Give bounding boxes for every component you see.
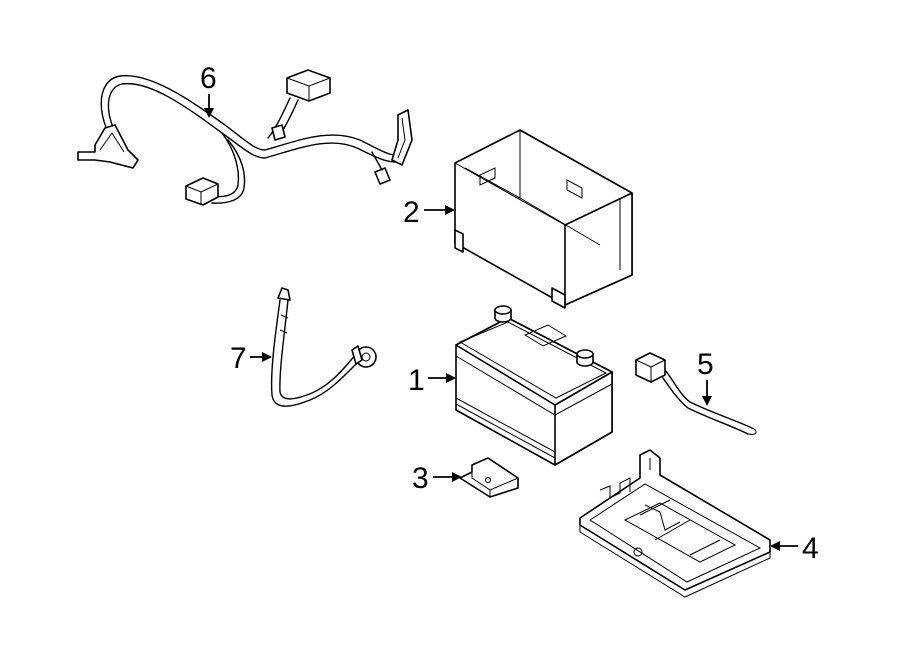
callout-1: 1 [408, 364, 456, 397]
callout-2: 2 [403, 196, 455, 229]
callout-1-number: 1 [408, 364, 425, 397]
battery-sensor-lead [635, 352, 757, 435]
callout-4: 4 [770, 532, 819, 565]
callout-5: 5 [697, 348, 714, 406]
callout-2-number: 2 [403, 196, 420, 229]
callout-7-number: 7 [230, 342, 247, 375]
callout-3: 3 [412, 462, 462, 495]
callout-6: 6 [200, 62, 217, 118]
callout-4-number: 4 [802, 532, 819, 565]
battery-cable [270, 287, 377, 407]
battery-cover [454, 129, 633, 309]
battery [455, 305, 613, 466]
callout-3-number: 3 [412, 462, 429, 495]
callout-7: 7 [230, 342, 272, 375]
callout-6-number: 6 [200, 62, 217, 95]
wiring-harness [77, 69, 413, 206]
battery-tray [579, 449, 771, 598]
hold-down-clamp [459, 457, 519, 498]
callout-5-number: 5 [697, 348, 714, 381]
